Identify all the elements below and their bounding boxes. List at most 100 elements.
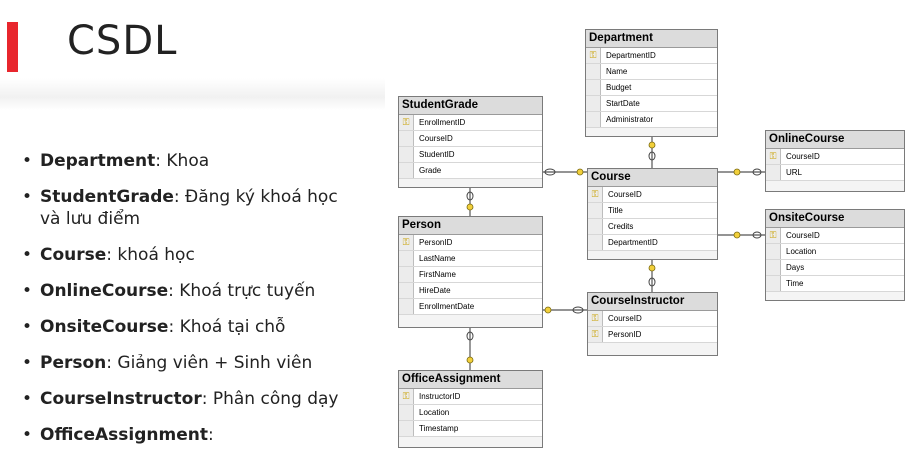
table-officeassignment[interactable]: OfficeAssignment ⚿InstructorID Location … (398, 370, 543, 448)
many-end-icon (648, 151, 656, 161)
list-item: Course: khoá học (22, 244, 362, 266)
field-name: LastName (419, 254, 456, 263)
table-row: ⚿CourseID (588, 311, 717, 327)
blank-icon (399, 267, 414, 282)
field-name: Time (786, 279, 804, 288)
table-row: HireDate (399, 283, 542, 299)
key-end-icon (466, 203, 474, 211)
key-end-icon (544, 306, 552, 314)
field-name: Credits (608, 222, 634, 231)
blank-icon (766, 244, 781, 259)
key-icon: ⚿ (399, 115, 414, 130)
field-name: CourseID (608, 190, 642, 199)
table-title: OnlineCourse (766, 131, 904, 149)
key-end-icon (648, 264, 656, 272)
table-row: ⚿PersonID (399, 235, 542, 251)
table-courseinstructor[interactable]: CourseInstructor ⚿CourseID ⚿PersonID (587, 292, 718, 356)
blank-icon (399, 405, 414, 420)
field-name: FirstName (419, 270, 456, 279)
one-end-icon (752, 168, 762, 176)
field-name: URL (786, 168, 803, 177)
table-title: Person (399, 217, 542, 235)
field-name: Timestamp (419, 424, 459, 433)
table-row: ⚿ EnrollmentID (399, 115, 542, 131)
field-name: Days (786, 263, 805, 272)
blank-icon (586, 64, 601, 79)
field-name: PersonID (419, 238, 453, 247)
slide-title: CSDL (67, 18, 178, 64)
blank-icon (399, 421, 414, 436)
field-name: CourseID (419, 134, 453, 143)
key-icon: ⚿ (766, 228, 781, 243)
table-row: ⚿CourseID (766, 149, 904, 165)
field-name: EnrollmentID (419, 118, 466, 127)
table-row: Administrator (586, 112, 717, 128)
one-end-icon (466, 331, 474, 341)
table-department[interactable]: Department ⚿DepartmentID Name Budget Sta… (585, 29, 718, 137)
entity-term: OnsiteCourse (40, 317, 169, 337)
field-name: InstructorID (419, 392, 461, 401)
key-icon: ⚿ (586, 48, 601, 63)
entity-desc: : Phân công dạy (201, 389, 339, 409)
table-row: Timestamp (399, 421, 542, 437)
table-row: ⚿CourseID (766, 228, 904, 244)
blank-icon (766, 165, 781, 180)
table-course[interactable]: Course ⚿ CourseID Title Credits Departmen… (587, 168, 718, 260)
key-icon: ⚿ (588, 187, 603, 202)
field-name: PersonID (608, 330, 642, 339)
key-icon: ⚿ (588, 311, 603, 326)
key-icon: ⚿ (588, 327, 603, 342)
blank-icon (399, 283, 414, 298)
table-row: Title (588, 203, 717, 219)
table-row: Location (766, 244, 904, 260)
entity-desc: : Khoá tại chỗ (168, 317, 286, 337)
entity-desc: : khoá học (106, 245, 195, 265)
key-icon: ⚿ (766, 149, 781, 164)
field-name: DepartmentID (608, 238, 658, 247)
table-studentgrade[interactable]: StudentGrade ⚿EnrollmentID CourseID Stud… (398, 96, 543, 188)
entity-term: OfficeAssignment (40, 425, 208, 445)
key-end-icon (576, 168, 584, 176)
table-title: OnsiteCourse (766, 210, 904, 228)
table-row: Name (586, 64, 717, 80)
key-end-icon (733, 231, 741, 239)
blank-icon (399, 131, 414, 146)
key-end-icon (648, 141, 656, 149)
table-row: Days (766, 260, 904, 276)
table-row: EnrollmentDate (399, 299, 542, 315)
table-person[interactable]: Person ⚿PersonID LastName FirstName Hire… (398, 216, 543, 328)
blank-icon (588, 219, 603, 234)
field-name: Location (419, 408, 450, 417)
entity-desc: : Giảng viên + Sinh viên (106, 353, 313, 373)
many-end-icon (544, 168, 556, 176)
list-item: OnsiteCourse: Khoá tại chỗ (22, 316, 362, 338)
table-row: Credits (588, 219, 717, 235)
field-name: Budget (606, 83, 632, 92)
many-end-icon (466, 191, 474, 201)
table-onlinecourse[interactable]: OnlineCourse ⚿CourseID URL (765, 130, 905, 192)
table-row: ⚿InstructorID (399, 389, 542, 405)
blank-icon (586, 112, 601, 127)
entity-desc: : Khoá trực tuyến (168, 281, 316, 301)
field-name: Location (786, 247, 817, 256)
blank-icon (399, 251, 414, 266)
entity-list: Department: Khoa StudentGrade: Đăng ký k… (22, 150, 362, 460)
list-item: Department: Khoa (22, 150, 362, 172)
entity-term: StudentGrade (40, 187, 174, 207)
many-end-icon (648, 277, 656, 287)
blank-icon (588, 235, 603, 250)
entity-desc: : Đăng ký khoá học và lưu điểm (40, 187, 338, 229)
table-row: DepartmentID (588, 235, 717, 251)
entity-desc: : (207, 425, 214, 445)
table-onsitecourse[interactable]: OnsiteCourse ⚿CourseID Location Days Tim… (765, 209, 905, 301)
entity-term: Department (40, 151, 156, 171)
field-name: DepartmentID (606, 51, 656, 60)
blank-icon (588, 203, 603, 218)
table-title: Course (588, 169, 717, 187)
table-row: ⚿ DepartmentID (586, 48, 717, 64)
key-end-icon (733, 168, 741, 176)
list-item: Person: Giảng viên + Sinh viên (22, 352, 362, 374)
entity-term: CourseInstructor (40, 389, 202, 409)
blank-icon (766, 276, 781, 291)
